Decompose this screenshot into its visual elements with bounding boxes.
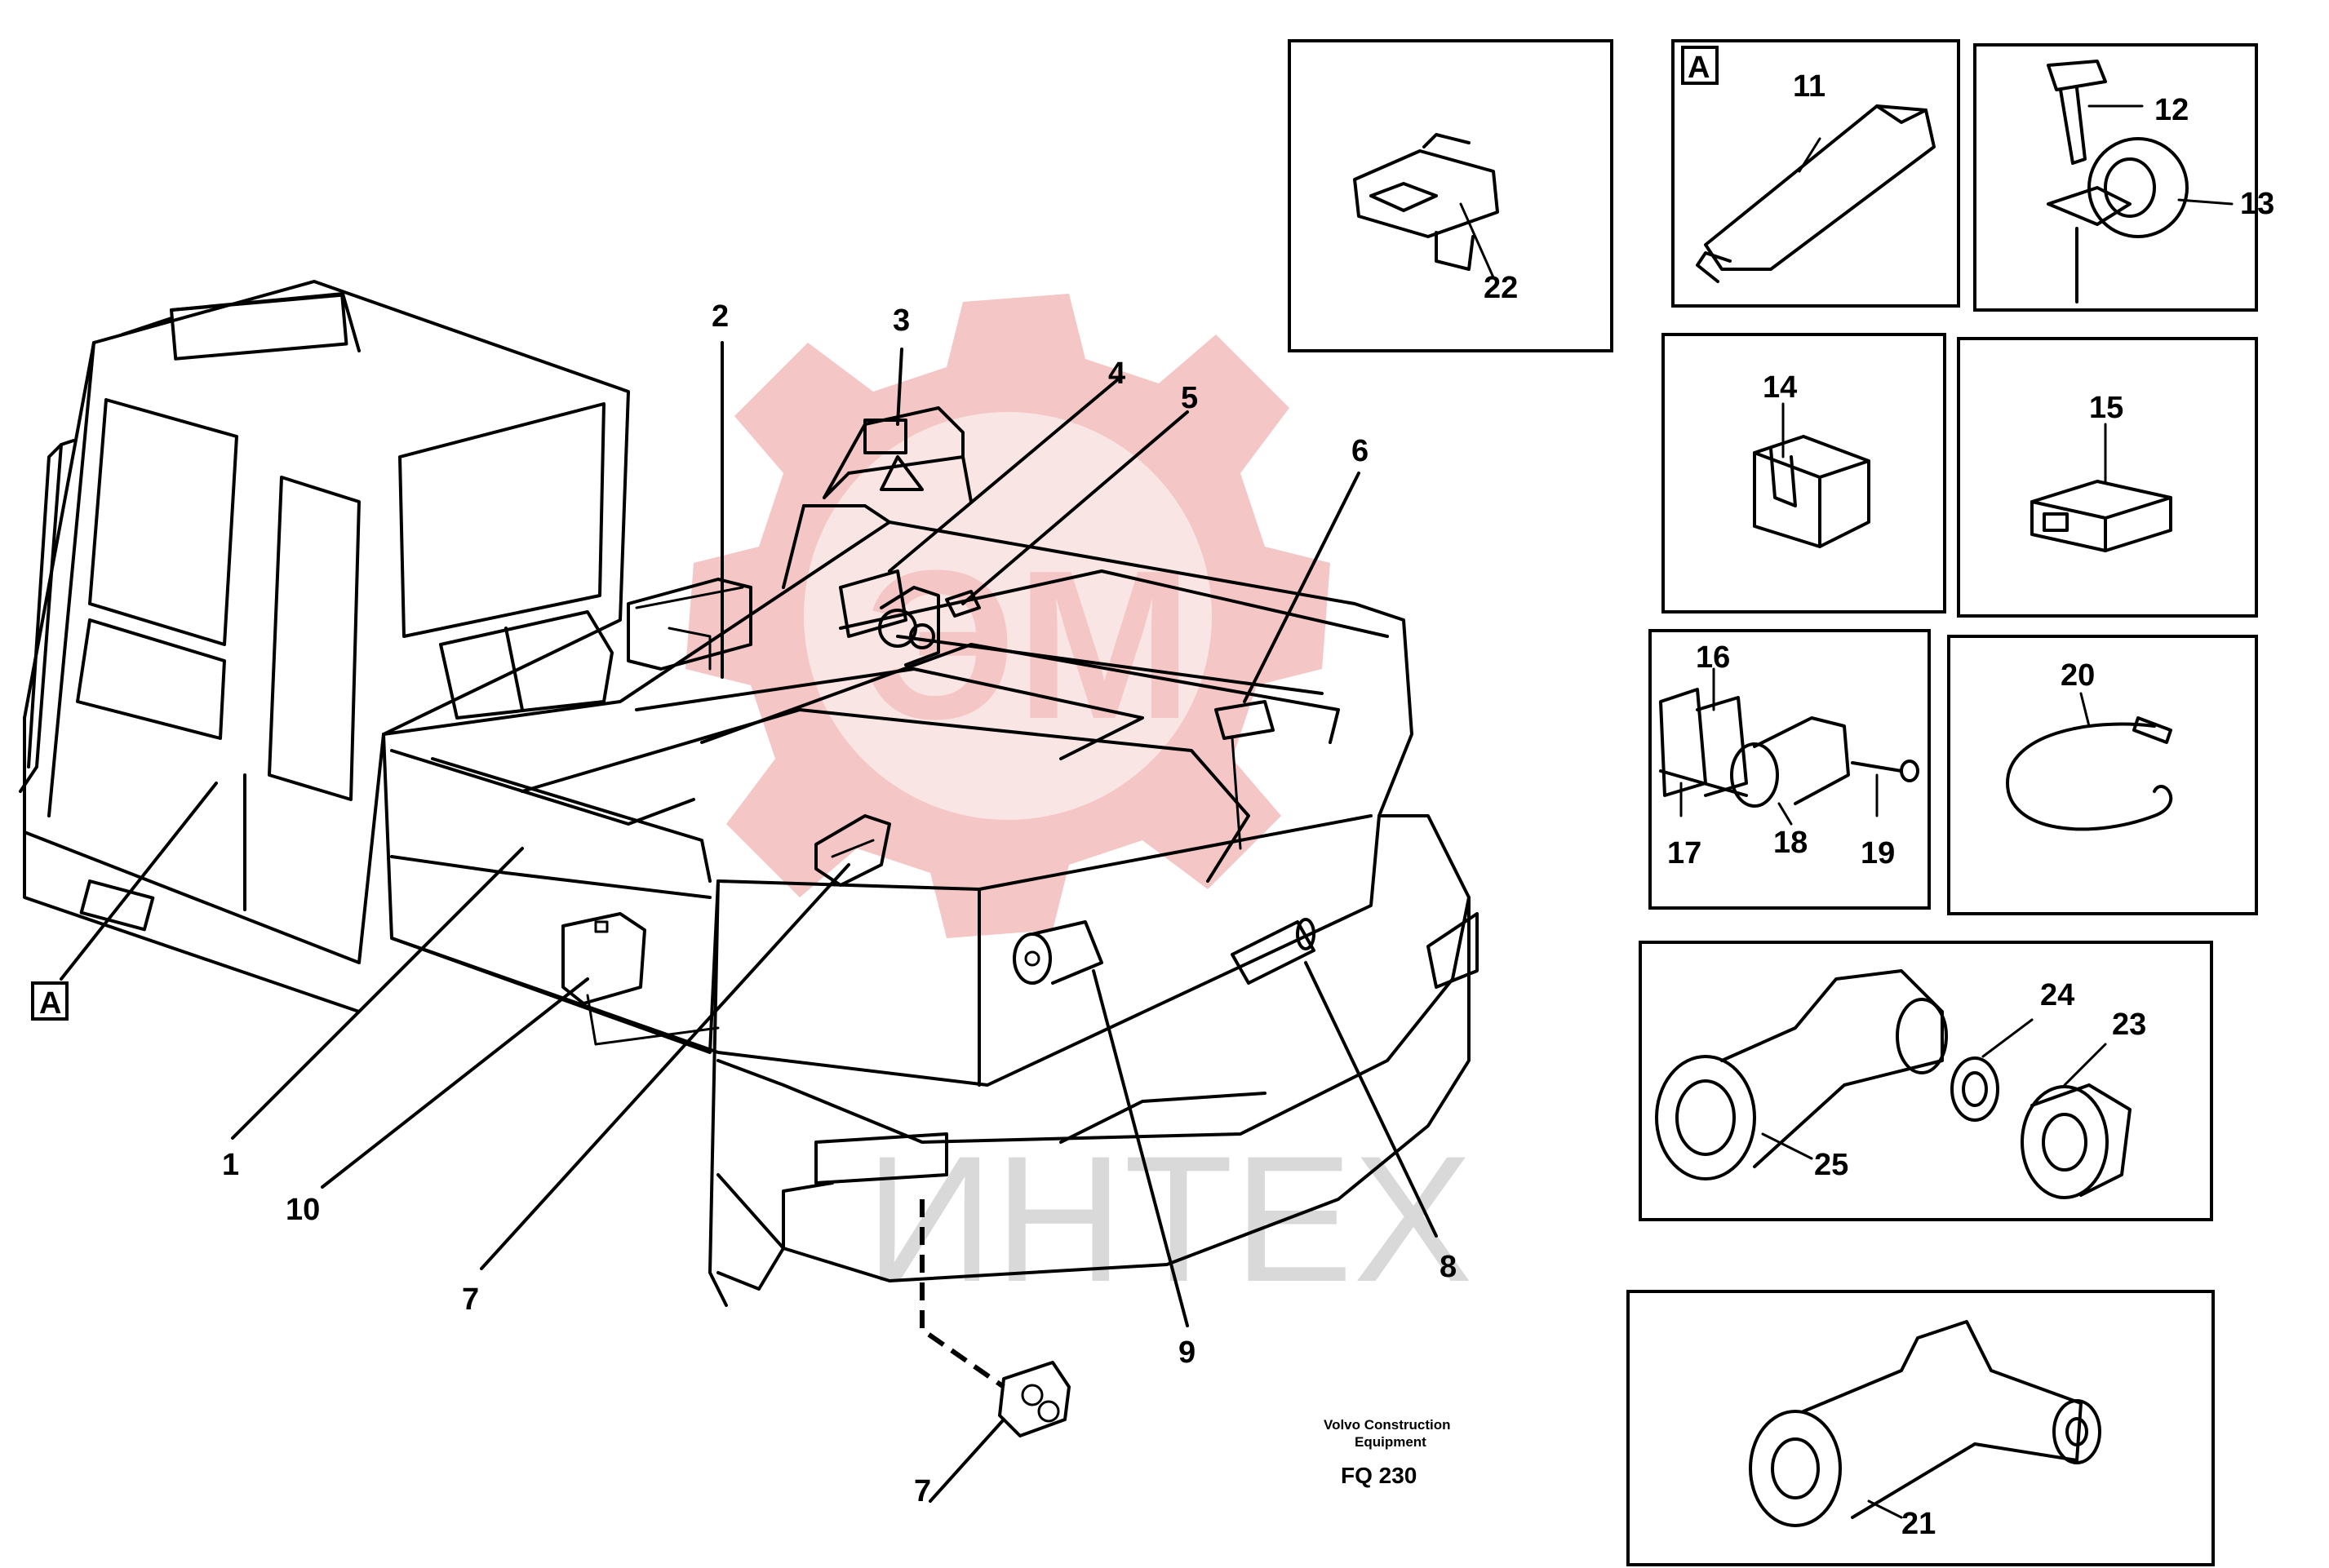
component-10-junction-box xyxy=(561,912,720,1046)
figure-code: FQ 230 xyxy=(1341,1463,1417,1488)
inset-20: 20 xyxy=(1947,635,2258,915)
callout-20: 20 xyxy=(2061,658,2095,693)
callout-14: 14 xyxy=(1763,370,1797,405)
inset-22: 22 xyxy=(1288,39,1613,352)
inset-14: 14 xyxy=(1661,333,1946,613)
callout-19: 19 xyxy=(1861,836,1895,870)
inset-23-25: 23 24 25 xyxy=(1639,941,2213,1221)
inset-15: 15 xyxy=(1957,337,2258,618)
component-3-beacon-bracket xyxy=(823,406,965,499)
component-7-rear-light xyxy=(920,1199,1071,1437)
callout-5: 5 xyxy=(1181,381,1198,415)
callout-25: 25 xyxy=(1814,1148,1848,1182)
component-8-cylinder xyxy=(1231,918,1315,985)
component-9-horn xyxy=(1013,920,1103,985)
callout-4: 4 xyxy=(1108,357,1125,391)
callout-7b: 7 xyxy=(914,1474,931,1508)
callout-10: 10 xyxy=(286,1193,320,1227)
leader-lines xyxy=(60,341,1438,1503)
publisher-line-2: Equipment xyxy=(1355,1434,1426,1450)
callout-21: 21 xyxy=(1901,1507,1936,1541)
callout-15: 15 xyxy=(2089,391,2123,425)
excavator-drawing xyxy=(19,280,1479,1307)
component-4-relay-box xyxy=(839,569,940,667)
inset-21: 21 xyxy=(1626,1290,2215,1566)
view-marker-a-inset: A xyxy=(1688,51,1710,85)
callout-1: 1 xyxy=(222,1148,239,1182)
callout-7a: 7 xyxy=(462,1282,479,1317)
callout-22: 22 xyxy=(1484,271,1518,305)
component-5-switch xyxy=(945,590,981,618)
component-electrical-box-2 xyxy=(627,578,752,671)
callout-12: 12 xyxy=(2154,93,2189,127)
callout-3: 3 xyxy=(893,303,910,338)
watermark-text: ИНТЕХ xyxy=(865,1118,1473,1319)
callout-9: 9 xyxy=(1178,1335,1196,1370)
view-marker-a: A xyxy=(39,986,61,1021)
callout-11: 11 xyxy=(1793,69,1825,104)
callout-17: 17 xyxy=(1667,836,1701,870)
component-7-work-light xyxy=(814,814,891,887)
component-6-sensor xyxy=(1214,700,1275,850)
callout-8: 8 xyxy=(1440,1250,1457,1284)
view-marker-a-box xyxy=(31,981,69,1021)
callout-24: 24 xyxy=(2040,978,2074,1012)
callout-18: 18 xyxy=(1773,826,1808,860)
callout-16: 16 xyxy=(1696,640,1730,675)
callout-23: 23 xyxy=(2112,1008,2146,1042)
publisher-line-1: Volvo Construction xyxy=(1324,1417,1451,1433)
callout-2: 2 xyxy=(712,299,729,334)
inset-11: A 11 xyxy=(1671,39,1960,308)
inset-12-13: 12 13 xyxy=(1973,43,2274,312)
inset-16-19: 16 17 18 19 xyxy=(1648,629,1931,910)
callout-13: 13 xyxy=(2240,187,2274,221)
callout-6: 6 xyxy=(1351,434,1369,468)
